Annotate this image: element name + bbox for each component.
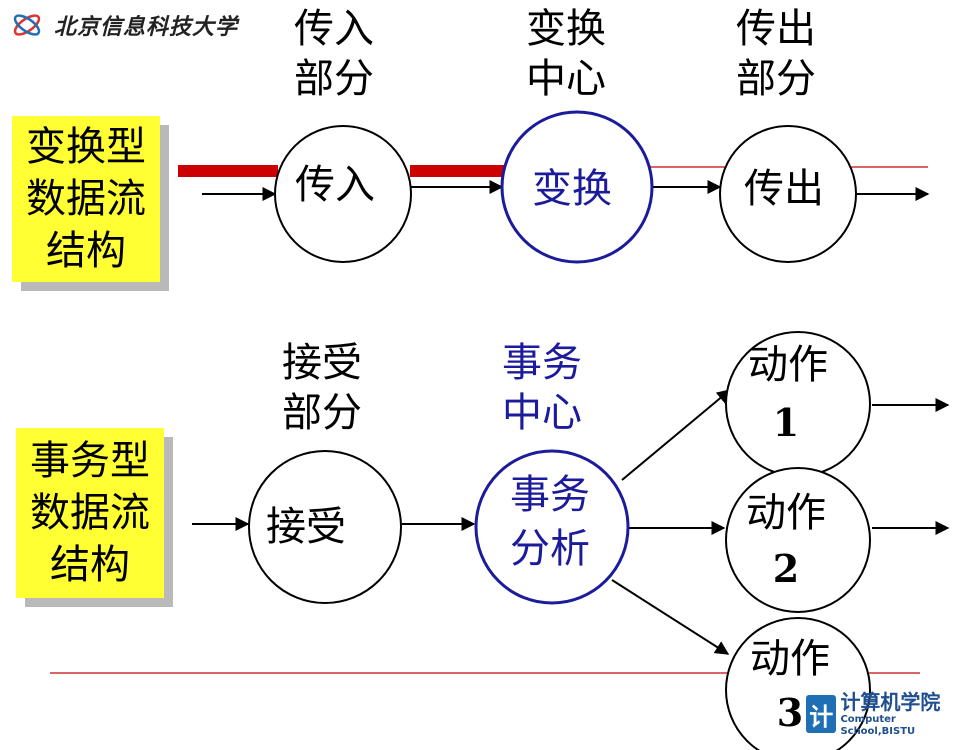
logo-swirl-icon — [13, 14, 41, 36]
transform-label-line-1: 变换型 — [26, 124, 146, 170]
incoming-node — [274, 125, 412, 263]
incoming-boundary-band — [178, 165, 278, 177]
action3-number: 3 — [777, 690, 803, 735]
analysis-to-action3-arrow — [611, 579, 730, 655]
transaction-center-heading-2: 中心 — [502, 390, 582, 436]
transform-center-heading-2: 中心 — [526, 56, 606, 102]
incoming-part-heading-2: 部分 — [294, 56, 374, 102]
school-logo-icon: 计 — [806, 695, 837, 733]
transaction-structure-label: 事务型 数据流 结构 — [16, 428, 164, 598]
transaction-label-line-3: 结构 — [50, 542, 130, 588]
transaction-center-heading-1: 事务 — [502, 340, 582, 386]
university-logo: 北京信息科技大学 — [10, 6, 238, 44]
outgoing-part-heading-2: 部分 — [736, 56, 816, 102]
transform-center-node — [500, 110, 654, 264]
incoming-node-label: 传入 — [295, 162, 375, 208]
receive-node — [248, 450, 402, 604]
school-logo: 计 计算机学院 Computer School,BISTU — [806, 690, 960, 738]
outgoing-node — [719, 125, 857, 263]
outgoing-node-label: 传出 — [744, 166, 824, 212]
logo-text: 北京信息科技大学 — [54, 14, 239, 40]
receive-part-heading-1: 接受 — [282, 340, 362, 386]
action3-label: 动作 — [750, 636, 830, 682]
transaction-analysis-node — [474, 449, 630, 605]
center-boundary-band — [410, 165, 504, 177]
action1-number: 1 — [773, 400, 799, 445]
incoming-part-heading-1: 传入 — [294, 6, 374, 52]
transform-node-label: 变换 — [532, 166, 612, 212]
transaction-label-line-1: 事务型 — [30, 438, 150, 484]
action2-label: 动作 — [746, 490, 826, 536]
transaction-label-line-2: 数据流 — [30, 490, 150, 536]
receive-node-label: 接受 — [266, 504, 346, 550]
transform-structure-label: 变换型 数据流 结构 — [12, 116, 160, 282]
transform-label-line-3: 结构 — [46, 228, 126, 274]
outgoing-part-heading-1: 传出 — [736, 6, 816, 52]
transform-label-line-2: 数据流 — [26, 176, 146, 222]
transform-center-heading-1: 变换 — [526, 6, 606, 52]
receive-part-heading-2: 部分 — [282, 390, 362, 436]
transaction-node-label-2: 分析 — [510, 526, 590, 572]
school-subtitle: Computer School,BISTU — [840, 714, 916, 737]
action1-label: 动作 — [748, 342, 828, 388]
school-name: 计算机学院 — [840, 690, 941, 714]
analysis-to-action1-arrow — [621, 389, 732, 481]
action2-node — [725, 467, 871, 613]
transaction-node-label-1: 事务 — [510, 472, 590, 518]
action2-number: 2 — [773, 546, 799, 591]
